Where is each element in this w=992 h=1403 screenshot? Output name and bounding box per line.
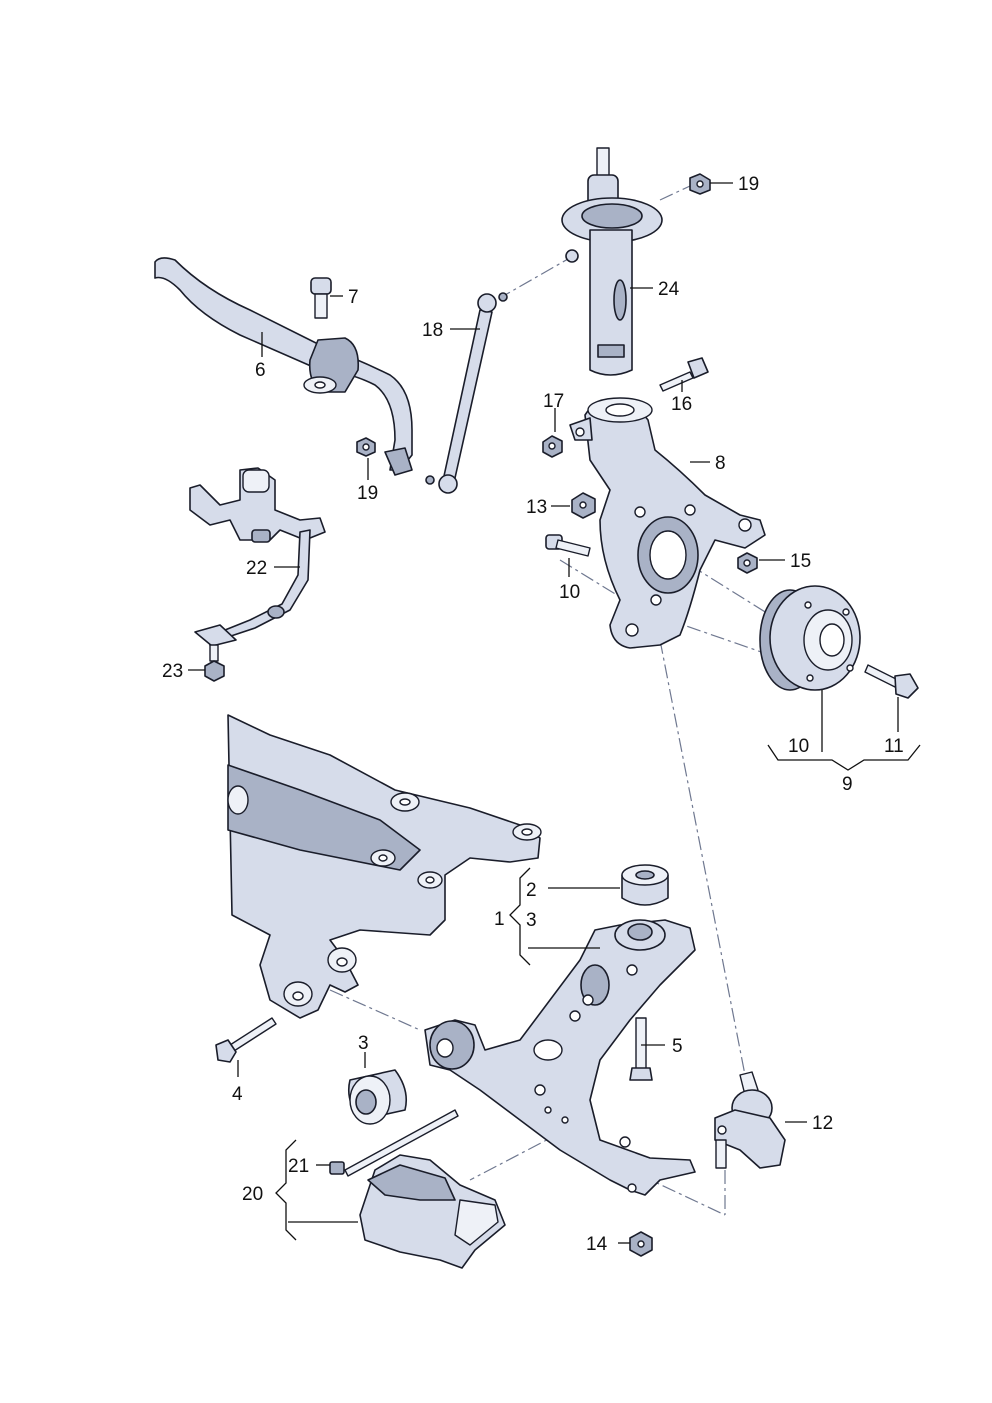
nut-14 [629, 1231, 653, 1257]
label-19-top: 19 [738, 174, 759, 195]
bushing-3 [347, 1069, 408, 1125]
label-3-lower: 3 [358, 1033, 369, 1054]
shock-absorber-strut [561, 147, 663, 376]
label-17: 17 [543, 391, 564, 412]
subframe [227, 714, 542, 1019]
label-4: 4 [232, 1084, 243, 1105]
cable-tie [329, 1109, 459, 1177]
ball-joint [714, 1071, 786, 1169]
label-23: 23 [162, 661, 183, 682]
label-9: 9 [842, 774, 853, 795]
nut-23 [204, 644, 225, 682]
label-6: 6 [255, 360, 266, 381]
bolt-11 [864, 664, 919, 699]
label-12: 12 [812, 1113, 833, 1134]
bolt-5 [629, 1017, 653, 1081]
bolt-4 [215, 1017, 277, 1063]
stabilizer-bar [154, 257, 413, 476]
label-13: 13 [526, 497, 547, 518]
label-18: 18 [422, 320, 443, 341]
bushing-2 [621, 864, 669, 906]
label-3-upper: 3 [526, 910, 537, 931]
label-10-knuckle: 10 [559, 582, 580, 603]
label-15: 15 [790, 551, 811, 572]
nut-15 [737, 552, 758, 574]
level-sensor [189, 467, 326, 647]
steering-knuckle [569, 397, 766, 649]
label-19-left: 19 [357, 483, 378, 504]
nut-13 [571, 492, 596, 519]
label-2: 2 [526, 880, 537, 901]
nut-19-top [689, 173, 711, 195]
label-16: 16 [671, 394, 692, 415]
label-7: 7 [348, 287, 359, 308]
label-5: 5 [672, 1036, 683, 1057]
label-8: 8 [715, 453, 726, 474]
nut-17 [542, 435, 563, 458]
label-10-hub: 10 [788, 736, 809, 757]
leader-lines [188, 182, 899, 1244]
bolt-10-left [545, 534, 591, 557]
label-14: 14 [586, 1234, 608, 1255]
label-24: 24 [658, 279, 680, 300]
brace-marks [275, 744, 921, 1241]
bolt-7 [310, 277, 332, 319]
wheel-hub [759, 585, 861, 691]
label-21: 21 [288, 1156, 309, 1177]
stabilizer-link [425, 292, 508, 494]
label-1: 1 [494, 909, 505, 930]
assembly-lines [329, 185, 771, 1216]
label-11: 11 [884, 736, 904, 757]
protective-guard [359, 1154, 506, 1269]
bolt-16 [659, 357, 709, 392]
nut-19-left [356, 437, 376, 457]
label-22: 22 [246, 558, 267, 579]
label-20: 20 [242, 1184, 263, 1205]
callout-labels: 1 2 3 3 4 5 6 7 8 9 10 10 11 12 13 14 15… [162, 174, 904, 1255]
lower-control-arm [424, 919, 696, 1196]
